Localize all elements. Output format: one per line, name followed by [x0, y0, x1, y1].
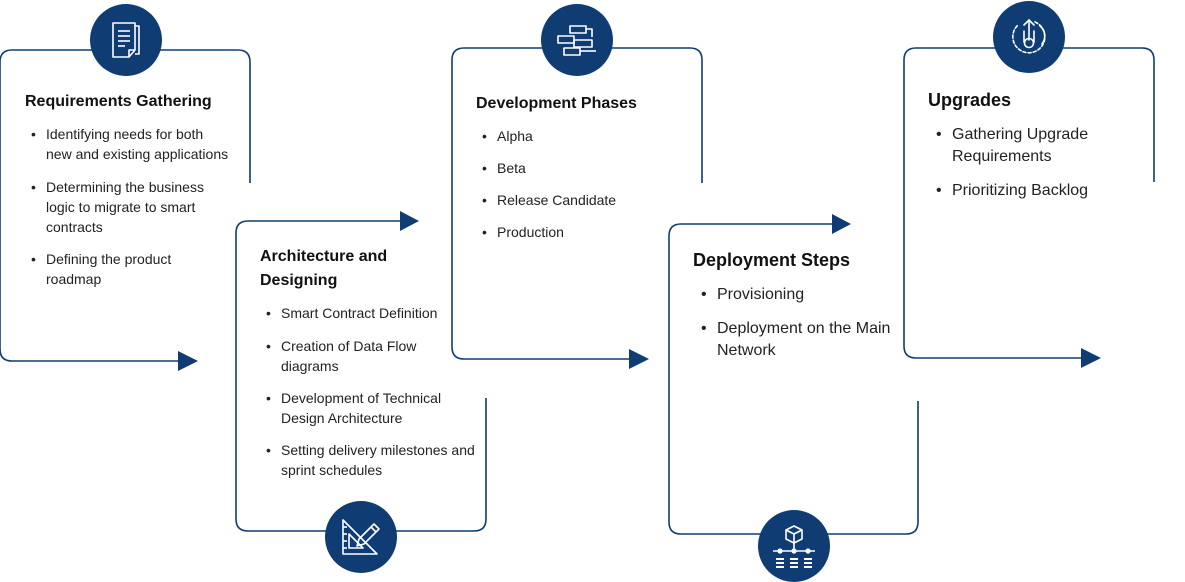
stage-item-list: Smart Contract Definition Creation of Da… — [260, 303, 475, 480]
list-item: Development of Technical Design Architec… — [260, 388, 475, 428]
stage-2-badge — [325, 501, 397, 573]
list-item: Production — [476, 222, 686, 242]
cube-network-icon — [773, 525, 815, 568]
list-item: Beta — [476, 158, 686, 178]
stage-2-outline — [235, 220, 487, 532]
list-item: Creation of Data Flow diagrams — [260, 336, 475, 376]
list-item: Gathering Upgrade Requirements — [928, 124, 1133, 168]
stage-item-list: Alpha Beta Release Candidate Production — [476, 126, 686, 242]
document-list-icon — [112, 22, 140, 58]
list-item: Alpha — [476, 126, 686, 146]
stage-3-badge — [541, 4, 613, 76]
list-item: Setting delivery milestones and sprint s… — [260, 440, 475, 480]
stage-development-phases: Development Phases Alpha Beta Release Ca… — [476, 92, 686, 242]
stage-item-list: Identifying needs for both new and exist… — [25, 124, 230, 289]
stage-requirements-gathering: Requirements Gathering Identifying needs… — [25, 90, 230, 289]
stage-architecture-designing: Architecture and Designing Smart Contrac… — [260, 245, 475, 480]
arrow-head-4 — [832, 214, 851, 234]
stage-4-badge — [758, 510, 830, 582]
arrow-head-1 — [178, 351, 198, 371]
list-item: Release Candidate — [476, 190, 686, 210]
stage-1-badge — [90, 4, 162, 76]
arrow-head-3 — [629, 349, 649, 369]
stage-title: Architecture and Designing — [260, 248, 388, 289]
stage-upgrades: Upgrades Gathering Upgrade Requirements … — [928, 88, 1133, 202]
list-item: Determining the business logic to migrat… — [25, 177, 230, 237]
stage-1-outline — [0, 49, 251, 362]
list-item: Provisioning — [693, 284, 898, 306]
list-item: Smart Contract Definition — [260, 303, 475, 323]
stage-title: Upgrades — [928, 90, 1012, 110]
list-item: Prioritizing Backlog — [928, 180, 1133, 202]
list-item: Defining the product roadmap — [25, 249, 230, 289]
stage-item-list: Provisioning Deployment on the Main Netw… — [693, 284, 898, 362]
stage-title: Requirements Gathering — [25, 93, 212, 110]
arrow-head-2 — [400, 211, 419, 231]
stage-5-badge — [993, 1, 1065, 73]
arrow-head-5 — [1081, 348, 1101, 368]
gear-upgrade-icon — [1012, 18, 1046, 54]
list-item: Deployment on the Main Network — [693, 318, 898, 362]
stage-title: Deployment Steps — [693, 250, 851, 270]
ruler-pencil-icon — [342, 519, 380, 555]
stage-deployment-steps: Deployment Steps Provisioning Deployment… — [693, 248, 898, 362]
stage-title: Development Phases — [476, 95, 637, 112]
gantt-blocks-icon — [557, 25, 596, 56]
stage-5-outline — [903, 47, 1155, 359]
stage-item-list: Gathering Upgrade Requirements Prioritiz… — [928, 124, 1133, 202]
list-item: Identifying needs for both new and exist… — [25, 124, 230, 164]
